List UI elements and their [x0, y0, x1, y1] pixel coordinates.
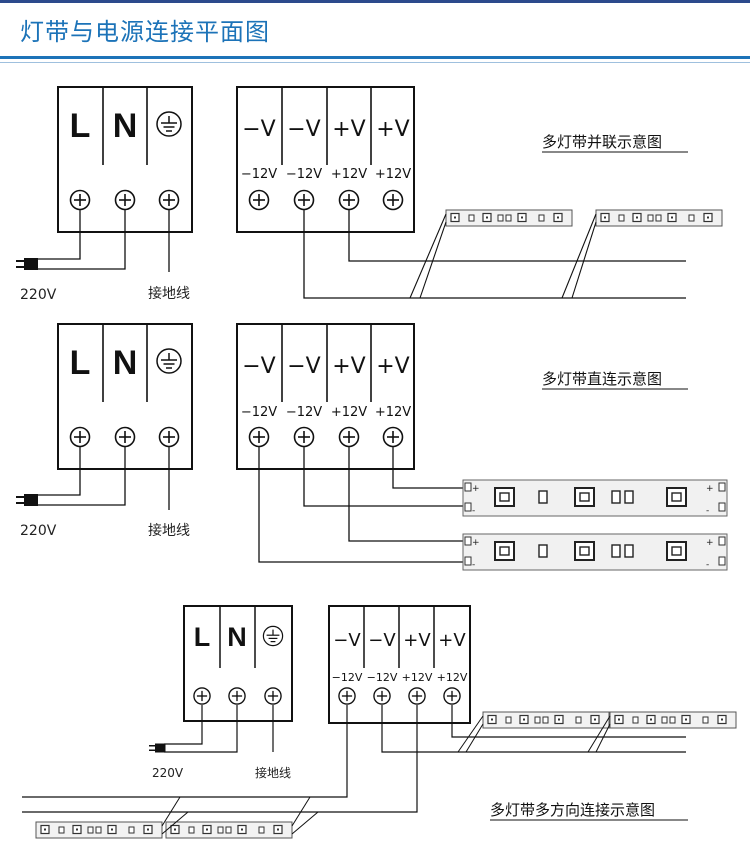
dc-output-box [236, 86, 415, 233]
terminal-n-label: N [113, 344, 138, 382]
terminal-screw-icon [338, 426, 360, 448]
terminal-screw-icon [114, 189, 136, 211]
plus-v-label: +V [332, 117, 365, 142]
led-strip [595, 209, 723, 227]
ground-symbol-icon [156, 111, 182, 137]
diagram-multi-direction: L N 220V 接地线 −V −V +V +V −12V −12V +12V … [22, 605, 737, 839]
strip-minus-mark: - [706, 506, 709, 516]
minus-v-label: −V [242, 354, 275, 379]
minus-v-label: −V [287, 117, 320, 142]
minus-v-label: −V [368, 630, 396, 651]
led-strip [462, 533, 728, 571]
led-strip [165, 821, 293, 839]
terminal-screw-icon [293, 426, 315, 448]
terminal-screw-icon [264, 687, 282, 705]
minus-12v-label: −12V [332, 671, 363, 684]
terminal-screw-icon [338, 687, 356, 705]
page-title: 灯带与电源连接平面图 [20, 18, 270, 46]
terminal-screw-icon [114, 426, 136, 448]
led-strip [445, 209, 573, 227]
strip-minus-mark: - [472, 560, 475, 570]
plus-12v-label: +12V [331, 405, 367, 420]
ac-input-label: 220V [20, 523, 57, 539]
plus-v-label: +V [376, 354, 409, 379]
terminal-screw-icon [228, 687, 246, 705]
minus-12v-label: −12V [286, 405, 322, 420]
terminal-l-label: L [194, 622, 211, 652]
ground-wire-label: 接地线 [255, 765, 291, 780]
top-accent-line [0, 0, 750, 3]
minus-12v-label: −12V [286, 167, 322, 182]
ground-wire-label: 接地线 [148, 522, 190, 539]
terminal-n-label: N [227, 622, 247, 652]
plus-12v-label: +12V [375, 167, 411, 182]
terminal-screw-icon [193, 687, 211, 705]
terminal-screw-icon [382, 426, 404, 448]
terminal-l-label: L [70, 107, 91, 145]
diagram-caption: 多灯带直连示意图 [542, 370, 662, 388]
strip-minus-mark: - [472, 506, 475, 516]
led-strip [462, 479, 728, 517]
power-plug-icon [16, 494, 38, 506]
strip-minus-mark: - [706, 560, 709, 570]
power-plug-icon [16, 258, 38, 270]
minus-12v-label: −12V [241, 405, 277, 420]
terminal-screw-icon [443, 687, 461, 705]
terminal-screw-icon [158, 426, 180, 448]
header-bar [0, 0, 750, 56]
minus-12v-label: −12V [367, 671, 398, 684]
plus-12v-label: +12V [437, 671, 468, 684]
strip-plus-mark: + [706, 538, 714, 548]
diagram-parallel: L N 220V 接地线 −V −V +V +V −12V −12V +12V … [16, 86, 723, 303]
terminal-screw-icon [408, 687, 426, 705]
plus-v-label: +V [332, 354, 365, 379]
header-divider-thin [0, 62, 750, 63]
strip-plus-mark: + [472, 538, 480, 548]
ground-symbol-icon [262, 625, 284, 647]
minus-v-label: −V [242, 117, 275, 142]
minus-12v-label: −12V [241, 167, 277, 182]
plus-12v-label: +12V [331, 167, 367, 182]
led-strip [35, 821, 163, 839]
terminal-screw-icon [248, 426, 270, 448]
ac-input-label: 220V [20, 287, 57, 303]
minus-v-label: −V [287, 354, 320, 379]
terminal-screw-icon [69, 189, 91, 211]
plus-v-label: +V [376, 117, 409, 142]
plus-v-label: +V [403, 630, 431, 651]
terminal-screw-icon [158, 189, 180, 211]
terminal-n-label: N [113, 107, 138, 145]
plus-v-label: +V [438, 630, 466, 651]
diagram-caption: 多灯带并联示意图 [542, 133, 662, 151]
led-strip [609, 711, 737, 729]
plus-12v-label: +12V [375, 405, 411, 420]
power-plug-icon [149, 743, 166, 753]
terminal-screw-icon [69, 426, 91, 448]
ac-input-label: 220V [152, 766, 184, 780]
header-divider [0, 56, 750, 59]
ground-symbol-icon [156, 348, 182, 374]
strip-plus-mark: + [472, 484, 480, 494]
terminal-screw-icon [373, 687, 391, 705]
minus-v-label: −V [333, 630, 361, 651]
plus-12v-label: +12V [402, 671, 433, 684]
terminal-l-label: L [70, 344, 91, 382]
diagram-direct: L N 220V 接地线 −V −V +V +V −12V −12V +12V … [16, 323, 728, 571]
led-strip [482, 711, 610, 729]
strip-plus-mark: + [706, 484, 714, 494]
terminal-screw-icon [293, 189, 315, 211]
ground-wire-label: 接地线 [148, 285, 190, 302]
terminal-screw-icon [248, 189, 270, 211]
terminal-screw-icon [382, 189, 404, 211]
dc-output-box [236, 323, 415, 470]
terminal-screw-icon [338, 189, 360, 211]
diagram-caption: 多灯带多方向连接示意图 [490, 801, 655, 819]
